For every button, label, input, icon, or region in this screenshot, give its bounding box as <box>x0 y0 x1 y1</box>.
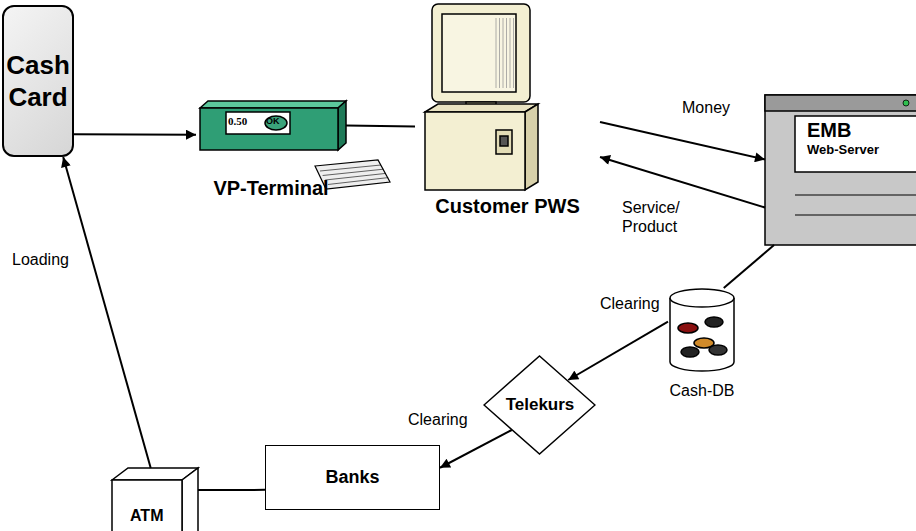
drive-slot <box>500 136 508 146</box>
coin <box>678 323 698 333</box>
edge-label-holder: Money <box>680 98 732 117</box>
connector <box>724 245 774 288</box>
computer <box>425 4 538 190</box>
screen-stripe <box>506 18 507 88</box>
node-label: ATM <box>130 507 163 525</box>
screen-stripe <box>503 18 504 88</box>
server-slot <box>795 215 916 216</box>
monitor-bezel <box>432 4 530 102</box>
process-box: Banks <box>265 445 440 510</box>
server-case <box>765 95 916 245</box>
node-label: Cash Card <box>6 49 70 114</box>
connector <box>568 322 668 380</box>
connector <box>440 430 512 468</box>
ok-button <box>265 116 287 130</box>
workstation-node: Customer PWS <box>415 0 600 218</box>
edge-label: Service/ Product <box>620 198 696 236</box>
cylinder-top <box>670 289 734 307</box>
terminal-node: VP-Terminal <box>196 98 346 200</box>
case-top <box>425 104 538 112</box>
node-label: Cash-DB <box>670 382 735 400</box>
edge-label: Clearing <box>406 410 470 429</box>
node-label: Customer PWS <box>435 195 579 218</box>
power-led <box>903 100 909 106</box>
diamond-shape <box>484 356 595 454</box>
case-front <box>425 112 525 190</box>
server-node: EMBWeb-Server <box>765 95 916 245</box>
connector <box>198 489 265 491</box>
atm-side <box>182 468 198 531</box>
node-label: Telekurs <box>506 395 575 415</box>
screen-stripe <box>513 18 514 88</box>
screen-stripe <box>510 18 511 88</box>
terminal-device <box>200 101 346 150</box>
cash-card: Cash Card <box>2 5 74 157</box>
edge-label-holder: Clearing <box>598 294 662 313</box>
connector <box>63 157 151 468</box>
node-label: VP-Terminal <box>213 177 328 200</box>
edge-label-holder: Clearing <box>406 410 470 429</box>
screen-shading <box>496 18 514 88</box>
keyboard-keys <box>320 165 388 185</box>
node-label: EMB <box>807 119 851 142</box>
atm-front <box>112 480 182 531</box>
atm-box <box>112 468 198 531</box>
server <box>765 95 916 245</box>
edge-label: Loading <box>10 250 71 269</box>
monitor-screen <box>442 14 516 92</box>
button-label: OK <box>266 117 280 127</box>
atm-node: ATM <box>112 468 198 531</box>
display-value: 0.50 <box>228 115 247 127</box>
edge-label-holder: Loading <box>10 250 71 269</box>
edge-label: Money <box>680 98 732 117</box>
terminal-screen <box>226 112 290 134</box>
label-holder: 0.50 <box>228 115 247 127</box>
coin <box>705 317 723 327</box>
node-label: Banks <box>325 467 379 488</box>
case-side <box>525 104 538 190</box>
terminal-front <box>200 108 338 150</box>
screen-stripe <box>499 18 500 88</box>
connector <box>600 122 765 159</box>
database-node: Cash-DB <box>668 288 736 400</box>
edge-label-holder: Service/ Product <box>620 198 696 236</box>
edge-label: Clearing <box>598 294 662 313</box>
cylinder-body <box>670 298 734 371</box>
connector <box>346 125 415 128</box>
node-label: Web-Server <box>807 142 879 158</box>
coin <box>709 345 727 355</box>
coin <box>681 347 699 357</box>
terminal-top <box>200 101 346 108</box>
server-top-bar <box>765 95 916 111</box>
label-holder: OK <box>266 117 280 127</box>
terminal-side <box>338 101 346 150</box>
connector <box>74 133 196 136</box>
server-panel <box>795 116 916 172</box>
database-cylinder <box>670 289 734 371</box>
drive-bay <box>496 130 512 154</box>
screen-stripe <box>496 18 497 88</box>
decision-diamond: Telekurs <box>483 355 596 455</box>
key-row <box>328 178 388 185</box>
server-slot <box>795 195 916 196</box>
